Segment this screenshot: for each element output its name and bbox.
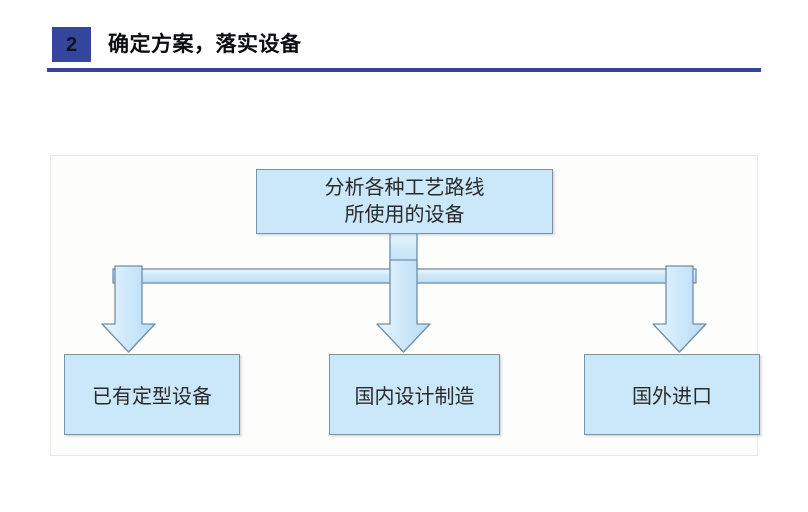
flow-node-label-line1: 分析各种工艺路线 — [324, 176, 485, 199]
slide-header: 2 确定方案，落实设备 — [0, 0, 808, 78]
flow-node-label: 国内设计制造 — [354, 386, 475, 408]
flow-node-domestic-manufacture[interactable]: 国内设计制造 — [329, 354, 500, 435]
flow-node-analyze-equipment[interactable]: 分析各种工艺路线 所使用的设备 — [256, 169, 553, 234]
connector-arrow-right — [652, 265, 707, 353]
diagram-container: 分析各种工艺路线 所使用的设备 已有定型设备 国内设计制造 国外进口 — [50, 155, 760, 457]
flow-node-foreign-import[interactable]: 国外进口 — [584, 354, 760, 435]
flowchart-connectors — [101, 231, 707, 353]
step-number-label: 2 — [65, 33, 78, 56]
flowchart-canvas: 分析各种工艺路线 所使用的设备 已有定型设备 国内设计制造 国外进口 — [51, 156, 760, 457]
flow-node-label: 国外进口 — [632, 386, 712, 408]
flow-node-label-line2: 所使用的设备 — [344, 203, 465, 226]
step-number-badge: 2 — [52, 27, 91, 62]
title-underline-rule — [47, 68, 761, 72]
page-title: 确定方案，落实设备 — [108, 33, 302, 56]
connector-arrow-left — [101, 265, 156, 353]
flow-node-existing-equipment[interactable]: 已有定型设备 — [64, 354, 240, 435]
connector-arrow-center — [376, 259, 431, 353]
flow-node-label: 已有定型设备 — [92, 386, 212, 408]
flow-node-label: 分析各种工艺路线 所使用的设备 — [325, 175, 485, 229]
